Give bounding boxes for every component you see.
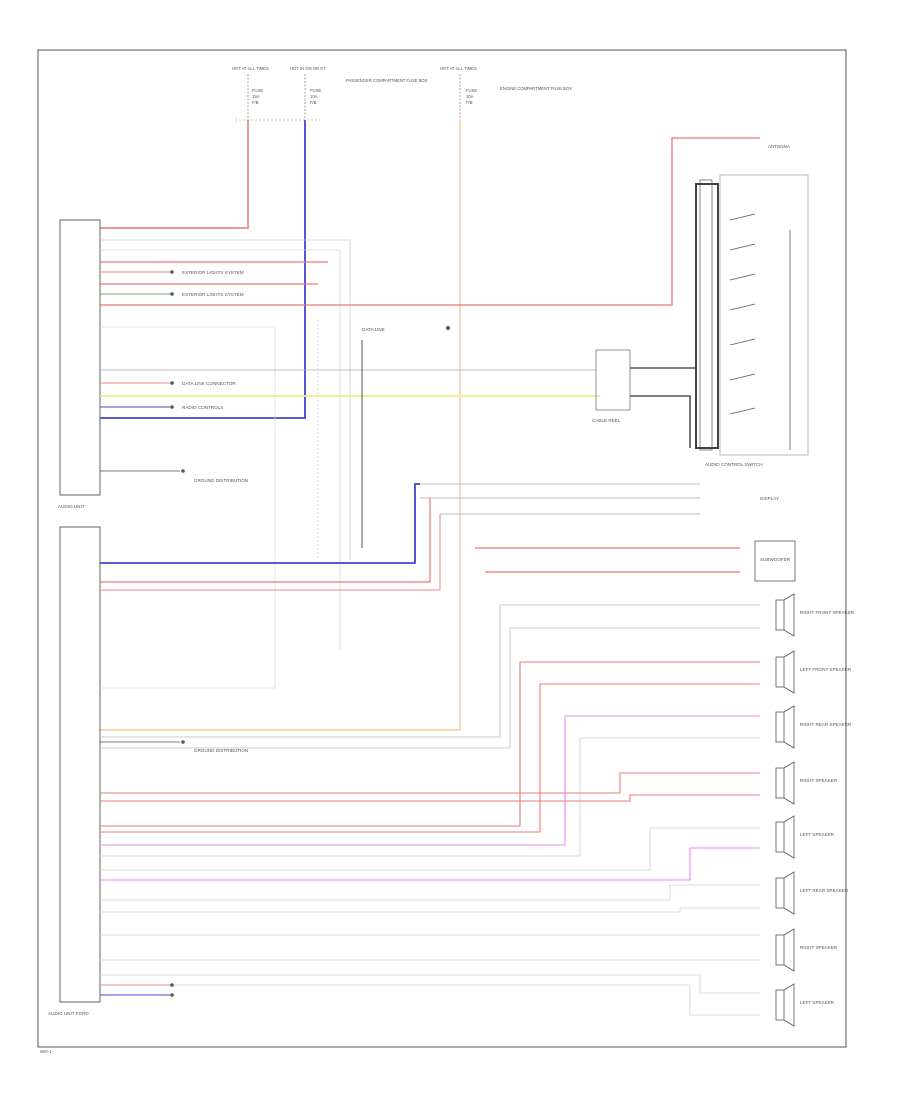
subwoofer-label: SUBWOOFER: [760, 557, 791, 562]
top-label-3: HOT AT ALL TIMES: [440, 66, 477, 71]
audio-unit-connector-a: [59, 219, 101, 496]
fuse-1-line1: FUSE: [252, 88, 263, 93]
antenna-label: ANTENNA: [768, 144, 791, 149]
speaker-label: RIGHT REAR SPEAKER: [800, 722, 852, 727]
power-feed-1: HOT AT ALL TIMES FUSE 15A F/B: [232, 66, 269, 120]
speaker-label: RIGHT SPEAKER: [800, 945, 838, 950]
power-feed-3: HOT AT ALL TIMES FUSE 10A F/B ENGINE COM…: [440, 66, 572, 120]
speaker-label: LEFT SPEAKER: [800, 1000, 835, 1005]
note-exterior-lights-2: EXTERIOR LIGHTS SYSTEM: [182, 292, 244, 297]
subwoofer-block: SUBWOOFER: [475, 540, 796, 582]
speaker-1: RIGHT FRONT SPEAKER: [775, 593, 855, 637]
speaker-label: LEFT FRONT SPEAKER: [800, 667, 852, 672]
audio-unit-connector-b: [59, 526, 101, 1003]
speaker-2: LEFT FRONT SPEAKER: [775, 650, 852, 694]
wire-blue-feed: [100, 120, 306, 419]
clock-spring-label: CABLE REEL: [592, 418, 621, 423]
speaker-wires: [100, 604, 760, 1016]
speaker-5: LEFT SPEAKER: [775, 815, 835, 859]
top-label-2: HOT IN ON OR ST: [290, 66, 326, 71]
speaker-label: LEFT SPEAKER: [800, 832, 835, 837]
note-data-link-1: DATA LINK CONNECTOR: [182, 381, 236, 386]
fuse-3-line2: 10A: [466, 94, 474, 99]
fuse-3-line3: F/B: [466, 100, 473, 105]
wire-orange-feed: [100, 120, 461, 731]
steering-switch-label: AUDIO CONTROL SWITCH: [705, 462, 763, 467]
wire-red-b2: [100, 514, 441, 591]
fuse-2-line3: F/B: [310, 100, 317, 105]
speaker-6: LEFT REAR SPEAKER: [775, 871, 849, 915]
fuse-note-1: PASSENGER COMPARTMENT FUSE BOX: [346, 78, 428, 83]
footer-code: WD-1: [40, 1049, 52, 1054]
display-block: DISPLAY: [420, 483, 779, 515]
speaker-label: RIGHT FRONT SPEAKER: [800, 610, 855, 615]
note-exterior-lights-1: EXTERIOR LIGHTS SYSTEM: [182, 270, 244, 275]
fuse-1-line2: 15A: [252, 94, 260, 99]
fuse-3-line1: FUSE: [466, 88, 477, 93]
speaker-4: RIGHT SPEAKER: [775, 761, 838, 805]
audio-unit-combo-label: AUDIO UNIT FORD: [48, 1011, 89, 1016]
power-feed-2: HOT IN ON OR ST FUSE 10A F/B PASSENGER C…: [290, 66, 428, 120]
fuse-note-2: ENGINE COMPARTMENT FUSE BOX: [500, 86, 572, 91]
wire-blue-b: [100, 483, 420, 564]
clock-spring: CABLE REEL: [592, 349, 696, 448]
speaker-label: RIGHT SPEAKER: [800, 778, 838, 783]
note-ground-1: GROUND DISTRIBUTION: [194, 478, 248, 483]
fuse-2-line1: FUSE: [310, 88, 321, 93]
note-radio-controls: RADIO CONTROLS: [182, 405, 223, 410]
data-link-block: DATA LINK: [317, 320, 450, 560]
steering-switch: AUDIO CONTROL SWITCH: [695, 174, 809, 467]
top-label-1: HOT AT ALL TIMES: [232, 66, 269, 71]
note-ground-2: GROUND DISTRIBUTION: [194, 748, 248, 753]
antenna: ANTENNA: [768, 144, 791, 149]
connector-a-wires: EXTERIOR LIGHTS SYSTEM EXTERIOR LIGHTS S…: [100, 137, 760, 689]
wire-red-b1: [100, 498, 431, 583]
svg-text:DATA LINK: DATA LINK: [362, 327, 386, 332]
wire-red-feed: [100, 120, 249, 229]
audio-unit-label: AUDIO UNIT: [58, 504, 85, 509]
fuse-1-line3: F/B: [252, 100, 259, 105]
speakers-group: RIGHT FRONT SPEAKER LEFT FRONT SPEAKER RIG…: [775, 593, 855, 1027]
speaker-8: LEFT SPEAKER: [775, 983, 835, 1027]
diagram-frame: [37, 49, 847, 1048]
fuse-2-line2: 10A: [310, 94, 318, 99]
speaker-3: RIGHT REAR SPEAKER: [775, 705, 852, 749]
speaker-label: LEFT REAR SPEAKER: [800, 888, 849, 893]
speaker-7: RIGHT SPEAKER: [775, 928, 838, 972]
display-label: DISPLAY: [760, 496, 779, 501]
